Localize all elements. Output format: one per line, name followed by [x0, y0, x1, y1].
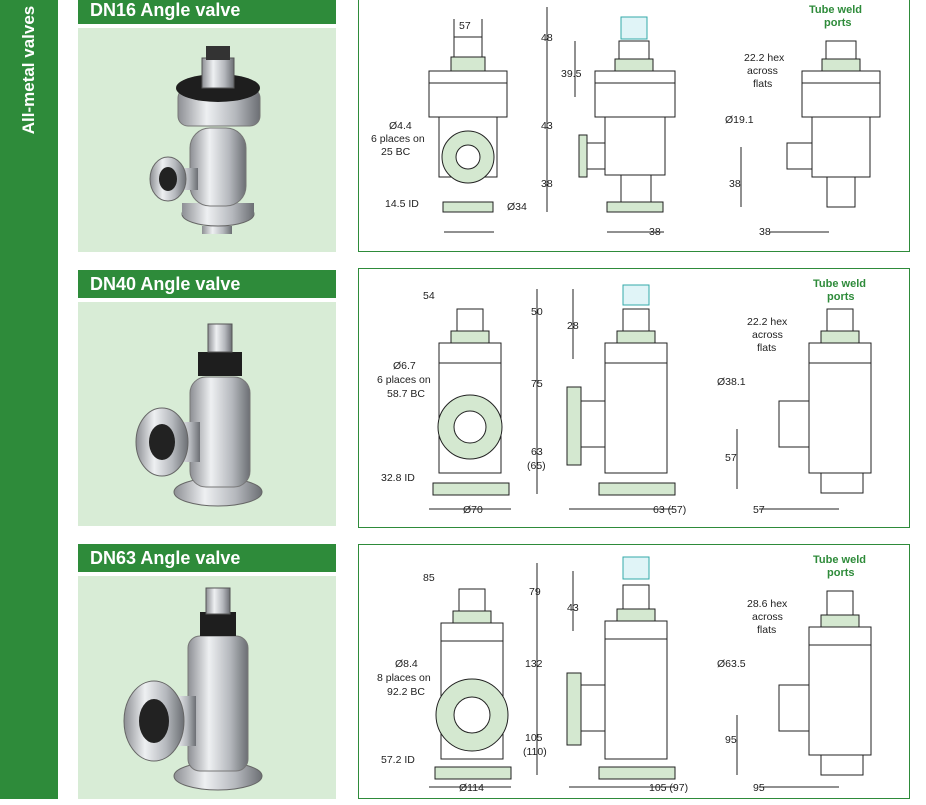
dim-bolt-1: Ø6.7: [393, 360, 416, 372]
dim-flange: Ø70: [463, 504, 483, 516]
dim-stem: 43: [567, 602, 579, 614]
dim-base: 38: [541, 178, 553, 190]
dim-flange: Ø34: [507, 201, 527, 213]
dim-hex-2: across: [747, 65, 778, 77]
dim-hex-3: flats: [757, 342, 776, 354]
valve-photo: [78, 302, 336, 526]
sidebar-label: All-metal valves: [19, 5, 38, 135]
dim-bolt-3: 25 BC: [381, 146, 411, 158]
tube-weld-label-1: Tube weld: [809, 4, 862, 16]
tube-weld-label-2: ports: [824, 17, 852, 29]
dim-flange: Ø114: [459, 782, 484, 794]
drawing-svg: 57 48 39.5 43 38 Ø4.4 6 places on 25 BC …: [371, 4, 881, 238]
dim-bolt-2: 6 places on: [371, 133, 425, 145]
dim-body: 75: [531, 378, 543, 390]
section-dn40: DN40 Angle valve: [78, 268, 910, 528]
dim-base-1: 105: [525, 732, 543, 744]
tube-weld-label-2: ports: [827, 291, 855, 303]
dim-port-width: 38: [759, 226, 771, 238]
dim-hex-3: flats: [757, 624, 776, 636]
valve-photo-graphic: [149, 46, 261, 234]
dim-id: 57.2 ID: [381, 754, 415, 766]
dim-bolt-2: 6 places on: [377, 374, 431, 386]
dim-base-2: (65): [527, 460, 546, 472]
dim-body: 132: [525, 658, 543, 670]
dim-bolt-3: 92.2 BC: [387, 686, 425, 698]
section-dn16: DN16 Angle valve: [78, 0, 910, 252]
dim-width-top: 85: [423, 572, 435, 584]
tube-weld-label-1: Tube weld: [813, 278, 866, 290]
section-dn63: DN63 Angle valve: [78, 544, 910, 799]
dim-id: 32.8 ID: [381, 472, 415, 484]
dim-bolt-2: 8 places on: [377, 672, 431, 684]
drawing-svg: 85 79 43 132 105 (110) Ø8.4 8 places on …: [377, 554, 872, 794]
dim-id: 14.5 ID: [385, 198, 419, 210]
tube-weld-label-1: Tube weld: [813, 554, 866, 566]
dim-port-diameter: Ø63.5: [717, 658, 746, 670]
dim-port-height: 95: [725, 734, 737, 746]
drawing-svg: 54 50 28 75 63 (65) Ø6.7 6 places on 58.…: [377, 278, 872, 516]
section-title: DN63 Angle valve: [78, 544, 336, 572]
dim-stem: 39.5: [561, 68, 582, 80]
dim-hex-2: across: [752, 329, 783, 341]
dim-height-top: 48: [541, 32, 553, 44]
dim-bolt-1: Ø4.4: [389, 120, 412, 132]
dimension-drawing: 85 79 43 132 105 (110) Ø8.4 8 places on …: [358, 544, 910, 799]
dim-port-width: 95: [753, 782, 765, 794]
dim-side-width: 105 (97): [649, 782, 688, 794]
dim-base-1: 63: [531, 446, 543, 458]
dim-hex-1: 22.2 hex: [747, 316, 788, 328]
dim-port-height: 38: [729, 178, 741, 190]
dim-width-top: 57: [459, 20, 471, 32]
dim-side-width: 38: [649, 226, 661, 238]
dim-body: 43: [541, 120, 553, 132]
tube-weld-label-2: ports: [827, 567, 855, 579]
section-title: DN16 Angle valve: [78, 0, 336, 24]
dim-width-top: 54: [423, 290, 435, 302]
dim-bolt-1: Ø8.4: [395, 658, 418, 670]
dim-port-diameter: Ø19.1: [725, 114, 754, 126]
valve-photo-graphic: [123, 587, 263, 791]
dim-hex-1: 22.2 hex: [744, 52, 785, 64]
dim-port-height: 57: [725, 452, 737, 464]
dimension-drawing: 57 48 39.5 43 38 Ø4.4 6 places on 25 BC …: [358, 0, 910, 252]
dim-hex-2: across: [752, 611, 783, 623]
dim-base-2: (110): [523, 746, 547, 758]
dim-stem: 28: [567, 320, 579, 332]
dim-port-diameter: Ø38.1: [717, 376, 746, 388]
valve-photo: [78, 28, 336, 252]
dim-height-top: 50: [531, 306, 543, 318]
dim-port-width: 57: [753, 504, 765, 516]
section-title: DN40 Angle valve: [78, 270, 336, 298]
dim-hex-1: 28.6 hex: [747, 598, 788, 610]
valve-photo-graphic: [135, 323, 263, 507]
sidebar: All-metal valves: [0, 0, 58, 799]
dimension-drawing: 54 50 28 75 63 (65) Ø6.7 6 places on 58.…: [358, 268, 910, 528]
dim-side-width: 63 (57): [653, 504, 686, 516]
dim-hex-3: flats: [753, 78, 772, 90]
valve-photo: [78, 576, 336, 799]
dim-bolt-3: 58.7 BC: [387, 388, 425, 400]
dim-height-top: 79: [529, 586, 541, 598]
